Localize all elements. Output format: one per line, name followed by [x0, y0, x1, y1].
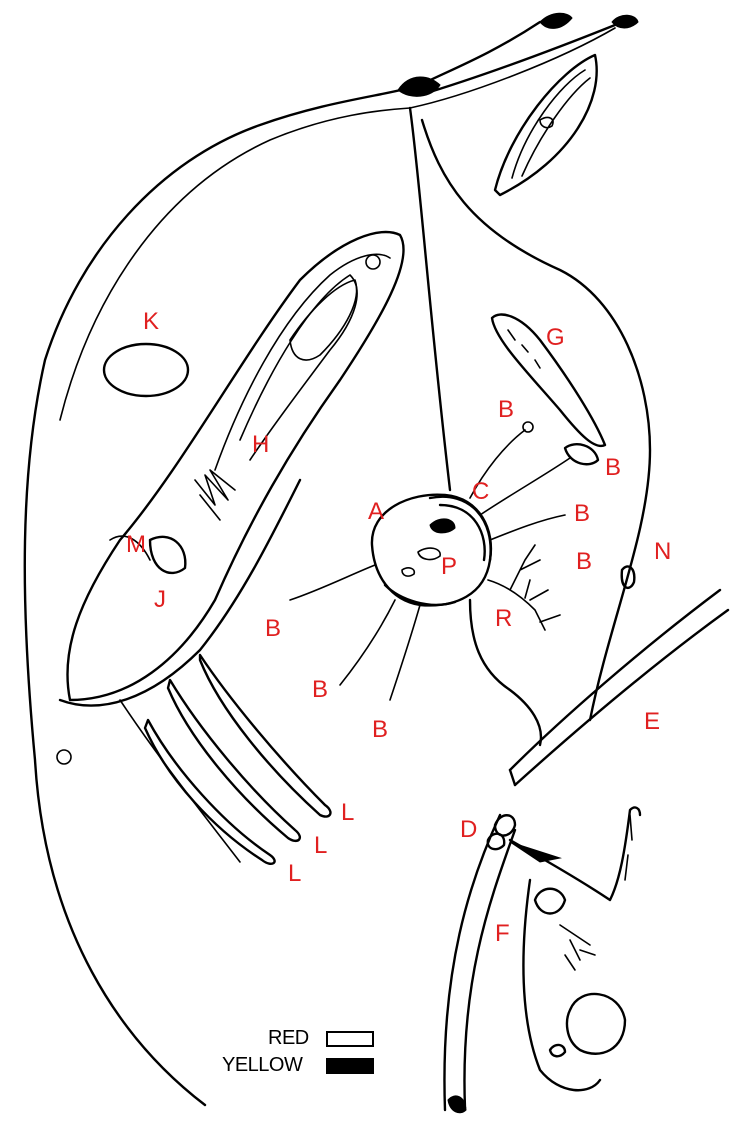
f-dendrites: [560, 925, 595, 970]
label-b-2: B: [605, 456, 621, 480]
h-lobe-lower: [60, 480, 300, 706]
label-b-6: B: [312, 678, 328, 702]
label-b-7: B: [372, 718, 388, 742]
process-b-right-1: [480, 458, 570, 515]
label-l-3: L: [288, 862, 301, 886]
e-fiber-2: [515, 610, 728, 785]
label-l-1: L: [341, 801, 354, 825]
label-b-1: B: [498, 398, 514, 422]
h-lobe-outer: [67, 232, 403, 700]
d-bottom-terminal: [448, 1096, 466, 1113]
label-b-4: B: [576, 550, 592, 574]
soma-inclusion-1: [430, 519, 455, 533]
label-m: M: [126, 533, 146, 557]
process-b-lower-1: [340, 600, 395, 685]
stalk-right: [422, 120, 650, 720]
d-junction-2: [488, 834, 504, 849]
label-b-5: B: [265, 617, 281, 641]
legend-yellow-label: YELLOW: [222, 1055, 302, 1075]
small-circle-left: [57, 750, 71, 764]
f-lower-fiber: [523, 880, 600, 1090]
f-dark-wedge: [510, 842, 560, 862]
stalk: [410, 108, 450, 490]
f-small-loop: [550, 1045, 565, 1056]
f-loop-upper: [535, 889, 565, 914]
label-b-3: B: [574, 502, 590, 526]
d-fiber-left: [444, 815, 500, 1110]
yellow-terminal-top-2: [540, 13, 572, 28]
k-oval: [104, 344, 188, 396]
b-blob-right: [565, 444, 598, 464]
legend-yellow-swatch: [326, 1058, 374, 1074]
outer-body-outline: [25, 22, 540, 1105]
legend-red-swatch: [326, 1031, 374, 1047]
label-p: P: [441, 555, 457, 579]
label-j: J: [154, 588, 166, 612]
label-k: K: [143, 310, 159, 334]
label-e: E: [644, 710, 660, 734]
e-fiber-cap: [510, 770, 515, 785]
l-strand-4: [120, 700, 240, 862]
process-b-upper-end: [523, 422, 533, 432]
f-loop-lower: [567, 994, 625, 1054]
h-lobe-tuft: [195, 470, 235, 520]
soma-inclusion-2: [418, 548, 440, 559]
process-b-left: [290, 565, 375, 600]
label-d: D: [460, 818, 477, 842]
soma-inclusion-3: [402, 568, 414, 576]
d-fiber-right: [464, 830, 515, 1108]
process-b-lower-2: [390, 605, 420, 700]
label-l-2: L: [314, 834, 327, 858]
h-lobe-core: [290, 280, 357, 360]
d-junction: [495, 815, 515, 835]
l-strand-2: [168, 680, 300, 841]
yellow-terminal-top-1: [398, 77, 440, 96]
label-f: F: [495, 922, 510, 946]
label-c: C: [472, 480, 489, 504]
yellow-terminal-top-3: [612, 15, 638, 28]
l-strand-1: [200, 655, 330, 817]
label-r: R: [495, 607, 512, 631]
j-loop: [150, 537, 185, 573]
legend-red-label: RED: [268, 1028, 309, 1048]
h-lobe-dot: [366, 255, 380, 269]
label-g: G: [546, 326, 565, 350]
label-n: N: [654, 540, 671, 564]
process-b-right-2: [490, 515, 565, 540]
label-h: H: [252, 433, 269, 457]
label-a: A: [368, 500, 384, 524]
